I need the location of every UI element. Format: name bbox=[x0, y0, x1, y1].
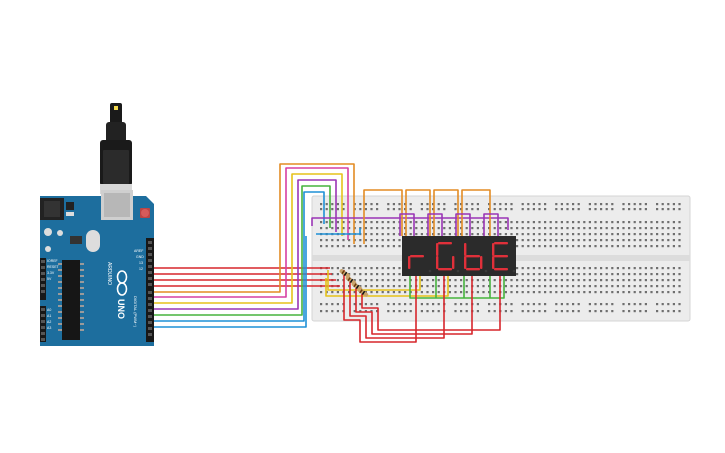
display-segment bbox=[494, 255, 508, 258]
wire-orange[interactable] bbox=[461, 189, 491, 236]
arduino-logo bbox=[116, 270, 128, 296]
analog-label: A0 bbox=[47, 308, 51, 312]
digital-pwm-label: DIGITAL (PWM~) bbox=[133, 296, 138, 328]
display-segment bbox=[466, 268, 480, 271]
display-segment bbox=[408, 256, 411, 269]
wire-purple[interactable] bbox=[455, 213, 471, 236]
display-segment bbox=[492, 256, 495, 269]
arduino-brand-text: ARDUINO bbox=[106, 262, 112, 285]
wire-green[interactable] bbox=[154, 185, 331, 316]
power-label: 5V bbox=[47, 277, 52, 281]
display-digit bbox=[408, 255, 432, 273]
wire-green[interactable] bbox=[409, 276, 505, 299]
wire-blue[interactable] bbox=[316, 228, 361, 235]
analog-label: A3 bbox=[47, 326, 51, 330]
pin-label: AREF bbox=[134, 249, 143, 253]
wire-red[interactable] bbox=[361, 276, 501, 331]
arduino-uno-board[interactable]: UNO ARDUINO DIGITAL (PWM~) AREF GND 13 1… bbox=[40, 190, 154, 346]
display-segment bbox=[436, 243, 439, 256]
analog-header bbox=[40, 306, 46, 342]
display-segment bbox=[464, 256, 467, 269]
wire-blue[interactable] bbox=[154, 236, 307, 328]
display-segment bbox=[464, 243, 467, 256]
power-label: 3.3V bbox=[47, 271, 55, 275]
display-segment bbox=[480, 256, 483, 269]
display-digit bbox=[492, 242, 516, 273]
wire-yellow[interactable] bbox=[154, 173, 343, 304]
display-segment bbox=[492, 243, 495, 256]
decimal-point bbox=[428, 269, 432, 273]
wire-bundle[interactable] bbox=[154, 163, 509, 343]
pin-label: 12 bbox=[139, 267, 143, 271]
display-digit bbox=[464, 243, 488, 273]
wire-yellow[interactable] bbox=[327, 270, 421, 291]
wire-yellow[interactable] bbox=[325, 276, 449, 297]
wire-purple[interactable] bbox=[311, 217, 509, 230]
wire-red[interactable] bbox=[349, 276, 445, 339]
display-segment bbox=[494, 242, 508, 245]
display-digit bbox=[436, 242, 460, 273]
decimal-point bbox=[456, 269, 460, 273]
wire-purple[interactable] bbox=[427, 213, 443, 236]
display-segment bbox=[494, 268, 508, 271]
display-segment bbox=[466, 255, 480, 258]
wire-orange[interactable] bbox=[363, 189, 403, 244]
display-segment bbox=[438, 242, 452, 245]
microcontroller-chip bbox=[62, 260, 80, 340]
seven-segment-display[interactable] bbox=[402, 236, 516, 276]
wire-orange[interactable] bbox=[433, 189, 459, 236]
display-segment bbox=[436, 256, 439, 269]
wire-red[interactable] bbox=[355, 276, 473, 335]
wire-orange[interactable] bbox=[154, 163, 355, 293]
wire-blue[interactable] bbox=[154, 191, 325, 322]
pin-label: 13 bbox=[139, 261, 143, 265]
analog-label: A1 bbox=[47, 314, 51, 318]
power-label: IOREF bbox=[47, 259, 58, 263]
wire-orange[interactable] bbox=[405, 189, 431, 236]
resistor-array[interactable] bbox=[339, 268, 369, 297]
wire-pink[interactable] bbox=[154, 167, 349, 298]
display-segment bbox=[438, 268, 452, 271]
uno-logo-text: UNO bbox=[116, 299, 126, 319]
wire-purple[interactable] bbox=[483, 213, 499, 236]
power-label: RESET bbox=[47, 265, 60, 269]
wire-purple[interactable] bbox=[399, 213, 415, 236]
decimal-point bbox=[484, 269, 488, 273]
usb-cable[interactable] bbox=[100, 103, 132, 194]
pin-label: GND bbox=[136, 255, 144, 259]
display-segment bbox=[452, 256, 455, 269]
analog-label: A2 bbox=[47, 320, 51, 324]
wire-red[interactable] bbox=[343, 270, 417, 343]
digital-header bbox=[146, 238, 154, 342]
wire-purple[interactable] bbox=[154, 179, 337, 310]
decimal-point bbox=[512, 269, 516, 273]
display-segment bbox=[410, 255, 424, 258]
